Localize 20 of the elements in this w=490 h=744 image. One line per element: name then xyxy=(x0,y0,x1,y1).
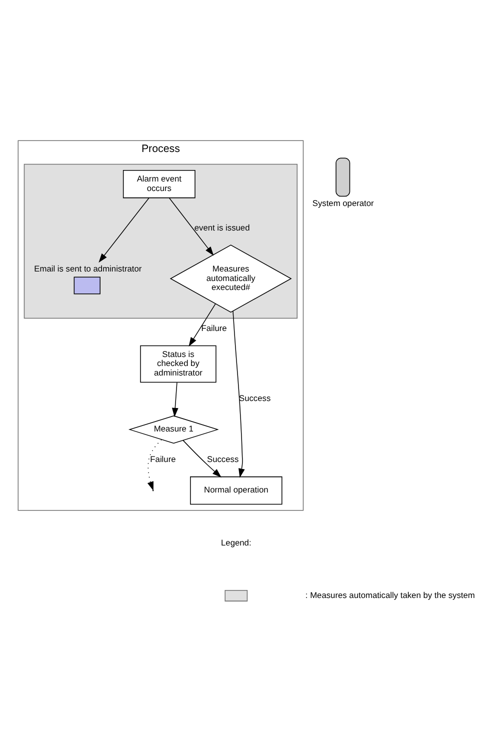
label: Legend: xyxy=(220,537,251,548)
node-diamond: Measure 1 xyxy=(128,415,218,444)
node-label: Email is sent to administrator xyxy=(34,264,142,274)
edge-label: Failure xyxy=(200,323,226,334)
arrow xyxy=(171,382,178,418)
node-label: System operator xyxy=(312,198,374,208)
edge-label: Success xyxy=(206,454,238,464)
arrow xyxy=(182,440,221,478)
node-box: Alarm event occurs xyxy=(122,170,195,198)
edge-label: Success xyxy=(238,393,270,404)
arrow xyxy=(168,198,214,256)
node-box: Status is checked by administrator xyxy=(140,345,216,383)
edge-label: Failure xyxy=(150,454,176,464)
node-box: Normal operation xyxy=(190,476,282,505)
arrow xyxy=(188,303,216,346)
legend-label: : Measures automatically taken by the system xyxy=(304,590,474,600)
edge-label: event is issued xyxy=(194,222,250,232)
arrow xyxy=(98,198,149,263)
arrow xyxy=(232,310,244,478)
cluster xyxy=(23,164,298,319)
